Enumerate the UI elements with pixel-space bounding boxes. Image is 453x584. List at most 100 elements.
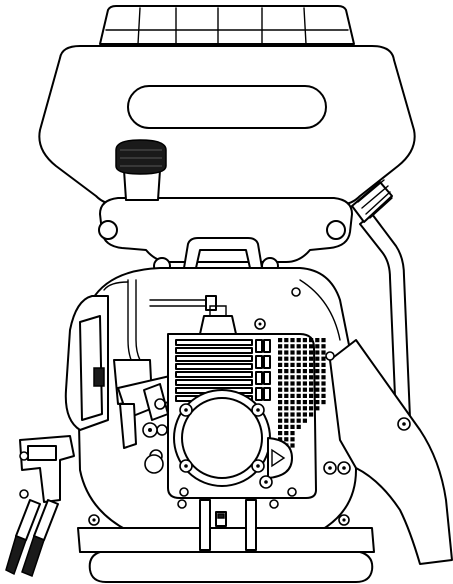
grille-hole — [315, 400, 320, 405]
grille-hole — [302, 387, 307, 392]
grille-hole — [284, 437, 289, 442]
grille-hole — [302, 400, 307, 405]
grille-hole — [315, 350, 320, 355]
grille-hole — [296, 375, 301, 380]
grille-hole — [278, 424, 283, 429]
grille-hole — [315, 369, 320, 374]
grille-hole — [321, 344, 326, 349]
grille-hole — [284, 356, 289, 361]
tank-level-window — [127, 85, 327, 129]
grille-hole — [284, 406, 289, 411]
grille-hole — [284, 400, 289, 405]
grille-hole — [290, 418, 295, 423]
grille-hole — [309, 375, 314, 380]
grille-hole — [284, 431, 289, 436]
throttle-control — [5, 435, 75, 577]
grille-hole — [296, 393, 301, 398]
fuel-lines — [103, 279, 217, 367]
fan-cover-vent — [267, 437, 293, 479]
grille-hole — [290, 393, 295, 398]
grille-hole — [321, 369, 326, 374]
grille-hole — [278, 431, 283, 436]
grille-hole — [315, 393, 320, 398]
grille-hole — [278, 412, 283, 417]
base-frame — [77, 499, 375, 583]
grille-hole — [302, 350, 307, 355]
grille-hole — [290, 350, 295, 355]
grille-hole — [278, 381, 283, 386]
housing-bolts — [88, 287, 350, 526]
grille-hole — [284, 387, 289, 392]
muffler-grille — [278, 338, 326, 448]
grille-hole — [290, 381, 295, 386]
grille-hole — [321, 400, 326, 405]
grille-hole — [309, 338, 314, 343]
blower-elbow — [329, 339, 453, 565]
grille-hole — [284, 375, 289, 380]
grille-hole — [290, 412, 295, 417]
grille-hole — [296, 412, 301, 417]
grille-hole — [309, 381, 314, 386]
tank-lid — [99, 5, 355, 45]
grille-hole — [309, 400, 314, 405]
grille-hole — [290, 437, 295, 442]
grille-hole — [296, 362, 301, 367]
grille-hole — [284, 393, 289, 398]
grille-hole — [296, 356, 301, 361]
grille-hole — [309, 369, 314, 374]
grille-hole — [321, 381, 326, 386]
grille-hole — [296, 387, 301, 392]
grille-hole — [290, 375, 295, 380]
grille-hole — [296, 406, 301, 411]
grille-hole — [315, 375, 320, 380]
grille-hole — [296, 369, 301, 374]
grille-hole — [315, 362, 320, 367]
grille-hole — [284, 350, 289, 355]
grille-hole — [290, 344, 295, 349]
grille-hole — [296, 381, 301, 386]
grille-hole — [278, 406, 283, 411]
grille-hole — [302, 381, 307, 386]
grille-hole — [315, 381, 320, 386]
fuel-cap — [115, 139, 167, 201]
grille-hole — [278, 369, 283, 374]
grille-hole — [278, 338, 283, 343]
grille-hole — [296, 344, 301, 349]
grille-hole — [284, 424, 289, 429]
grille-hole — [278, 375, 283, 380]
grille-hole — [290, 431, 295, 436]
grille-hole — [290, 406, 295, 411]
grille-hole — [278, 400, 283, 405]
grille-hole — [315, 338, 320, 343]
hose-coupling — [351, 179, 393, 223]
grille-hole — [309, 412, 314, 417]
grille-hole — [309, 356, 314, 361]
grille-hole — [290, 369, 295, 374]
grille-hole — [284, 381, 289, 386]
grille-hole — [278, 350, 283, 355]
recoil-starter-cover — [64, 295, 109, 431]
grille-hole — [290, 356, 295, 361]
grille-hole — [290, 387, 295, 392]
grille-hole — [290, 400, 295, 405]
grille-hole — [302, 356, 307, 361]
grille-hole — [321, 350, 326, 355]
grille-hole — [278, 356, 283, 361]
carburetor — [113, 359, 179, 449]
spark-plug-cap — [199, 315, 237, 335]
grille-hole — [321, 375, 326, 380]
grille-hole — [296, 350, 301, 355]
grille-hole — [315, 387, 320, 392]
grille-hole — [278, 437, 283, 442]
grille-hole — [315, 356, 320, 361]
grille-hole — [302, 338, 307, 343]
grille-hole — [302, 406, 307, 411]
grille-hole — [302, 369, 307, 374]
grille-hole — [278, 418, 283, 423]
grille-hole — [315, 406, 320, 411]
grille-hole — [302, 375, 307, 380]
grille-hole — [284, 369, 289, 374]
grille-hole — [296, 338, 301, 343]
grille-hole — [296, 418, 301, 423]
